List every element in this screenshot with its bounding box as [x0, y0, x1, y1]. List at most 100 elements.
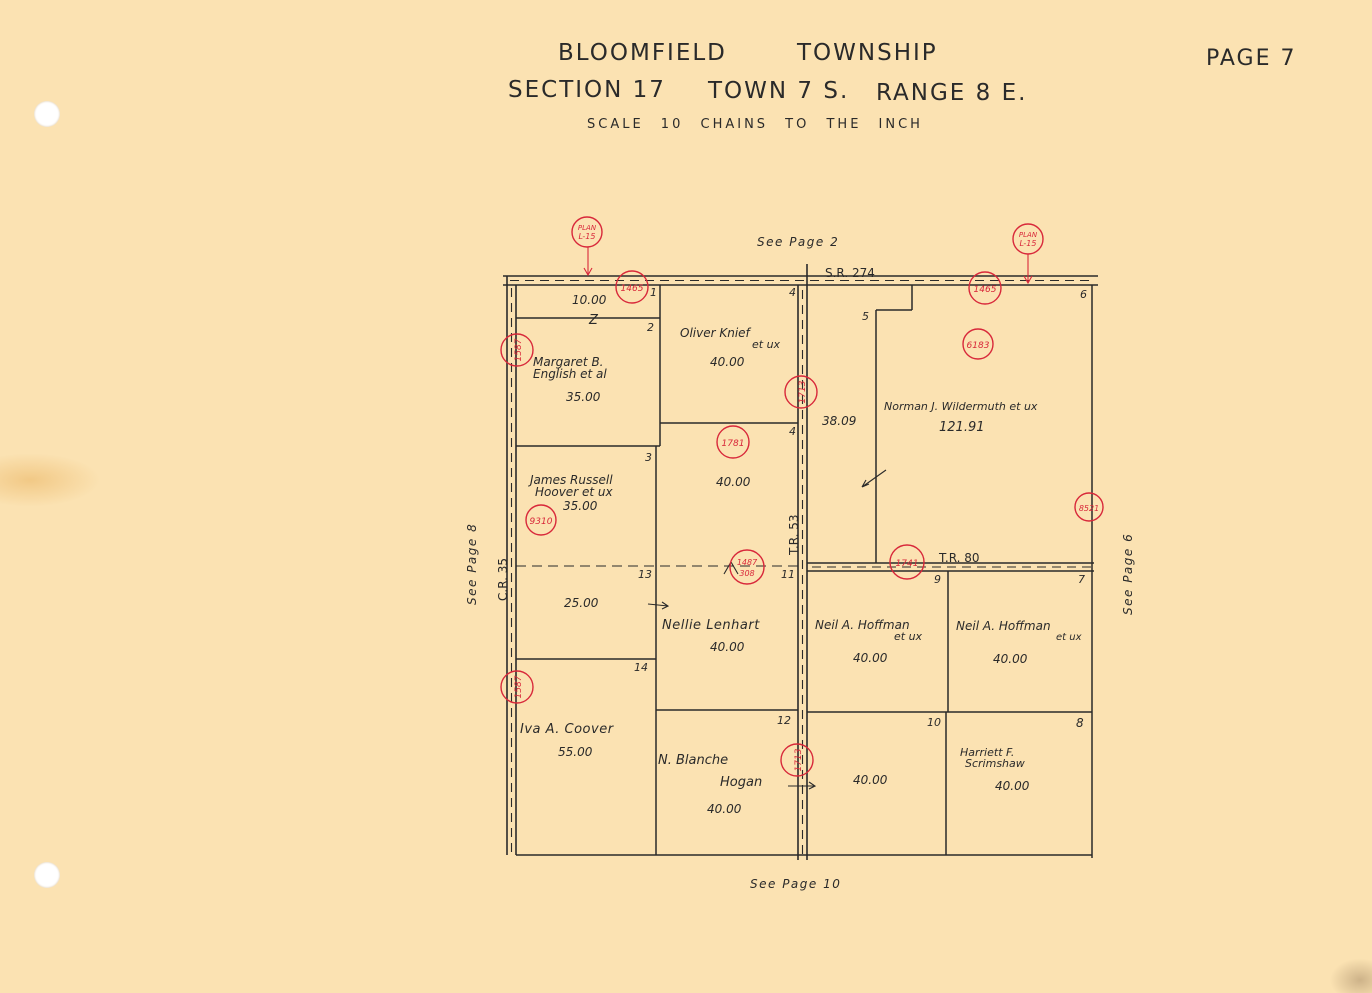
stamp-plan-left: PLAN L-15 — [571, 216, 603, 248]
ref-right: See Page 6 — [1121, 533, 1135, 615]
parcel-1-number: 1 — [650, 286, 657, 299]
parcel-4a-number: 4 — [789, 286, 796, 299]
parcel-5-number: 5 — [862, 310, 869, 323]
parcel-8-acres: 40.00 — [995, 779, 1030, 793]
road-tr53: T.R. 53 — [787, 514, 801, 556]
svg-text:PLAN: PLAN — [1019, 231, 1038, 239]
parcel-14-number: 14 — [634, 661, 648, 674]
parcel-3-number: 3 — [645, 451, 652, 464]
parcel-12-number: 12 — [777, 714, 791, 727]
stamp-1487: 1487 308 — [729, 549, 765, 585]
parcel-4b-acres: 40.00 — [716, 475, 751, 489]
ref-bottom: See Page 10 — [750, 877, 841, 891]
stamp-1713-top: 1713 — [784, 375, 818, 409]
svg-text:L-15: L-15 — [1020, 239, 1037, 248]
svg-text:8521: 8521 — [1079, 504, 1099, 513]
stamp-1587-top: 1587 — [500, 333, 534, 367]
parcel-12-owner-2: Hogan — [720, 775, 762, 790]
parcel-10-number: 10 — [927, 716, 941, 729]
stamp-1587-bottom: 1587 — [500, 670, 534, 704]
road-cr35: C.R. 35 — [496, 558, 510, 601]
parcel-9-owner-2: et ux — [894, 630, 923, 643]
svg-text:1465: 1465 — [974, 285, 997, 295]
parcel-4a-owner: Oliver Knief — [680, 326, 752, 340]
svg-text:9310: 9310 — [530, 517, 553, 527]
parcel-4a-acres: 40.00 — [710, 355, 745, 369]
range-label: RANGE 8 E. — [876, 80, 1028, 106]
svg-text:1587: 1587 — [514, 675, 524, 698]
parcel-10-acres: 40.00 — [853, 773, 888, 787]
parcel-14-acres: 55.00 — [558, 745, 593, 759]
parcel-14-owner: Iva A. Coover — [520, 722, 615, 737]
parcel-8-owner: Harriett F. — [960, 746, 1014, 759]
svg-text:1741: 1741 — [896, 559, 919, 569]
stamp-8521: 8521 — [1074, 492, 1104, 522]
stamp-1781: 1781 — [716, 425, 750, 459]
binder-hole-top — [34, 101, 60, 127]
parcel-11-number: 11 — [781, 568, 795, 581]
parcel-2-owner-2: English et al — [533, 367, 607, 381]
parcel-13-number: 13 — [638, 568, 652, 581]
parcel-2-number: 2 — [647, 321, 654, 334]
ref-top: See Page 2 — [757, 235, 839, 249]
road-sr274: S.R. 274 — [825, 266, 875, 280]
parcel-1-acres: 10.00 — [572, 293, 607, 307]
parcel-12-acres: 40.00 — [707, 802, 742, 816]
parcel-6-owner: Norman J. Wildermuth et ux — [884, 400, 1038, 413]
parcel-6-number: 6 — [1080, 288, 1087, 301]
parcel-8-number: 8 — [1076, 716, 1084, 730]
parcel-7-owner: Neil A. Hoffman — [956, 619, 1051, 633]
svg-text:1713: 1713 — [794, 748, 804, 771]
svg-text:1781: 1781 — [722, 439, 745, 449]
parcel-7-acres: 40.00 — [993, 652, 1028, 666]
parcel-1-mark: Z — [588, 313, 599, 328]
ref-left: See Page 8 — [465, 523, 479, 605]
svg-text:308: 308 — [739, 569, 754, 578]
road-tr80: T.R. 80 — [938, 551, 980, 565]
parcel-6-acres: 121.91 — [939, 420, 985, 435]
stamp-6183: 6183 — [962, 328, 994, 360]
township-label: TOWNSHIP — [797, 40, 938, 66]
parcel-11-owner: Nellie Lenhart — [662, 618, 760, 633]
parcel-9-owner: Neil A. Hoffman — [815, 618, 910, 632]
parcel-9-acres: 40.00 — [853, 651, 888, 665]
binder-hole-bottom — [34, 862, 60, 888]
parcel-5-acres: 38.09 — [822, 414, 856, 428]
section-label: SECTION 17 — [508, 77, 666, 103]
parcel-11-acres: 40.00 — [710, 640, 745, 654]
stamp-1713-bottom: 1713 — [780, 743, 814, 777]
page-number: PAGE 7 — [1206, 46, 1297, 71]
stamp-1741: 1741 — [889, 544, 925, 580]
township-name: BLOOMFIELD — [558, 40, 727, 66]
parcel-4b-number: 4 — [789, 425, 796, 438]
parcel-7-number: 7 — [1078, 573, 1085, 586]
svg-text:1487: 1487 — [737, 558, 758, 567]
parcel-3-owner: James Russell — [528, 473, 613, 487]
svg-text:PLAN: PLAN — [578, 224, 597, 232]
parcel-3-owner-2: Hoover et ux — [535, 485, 613, 499]
parcel-7-owner-2: et ux — [1056, 632, 1082, 643]
svg-text:L-15: L-15 — [579, 232, 596, 241]
svg-text:1587: 1587 — [514, 338, 524, 361]
town-label: TOWN 7 S. — [708, 78, 850, 104]
parcel-12-owner: N. Blanche — [658, 753, 728, 768]
parcel-2-acres: 35.00 — [566, 390, 601, 404]
parcel-2-owner: Margaret B. — [533, 355, 604, 369]
stamp-9310: 9310 — [525, 504, 557, 536]
stamp-plan-right: PLAN L-15 — [1012, 223, 1044, 255]
scale-label: SCALE 10 CHAINS TO THE INCH — [587, 117, 923, 132]
road-lines — [503, 264, 1098, 860]
parcel-boundaries — [516, 285, 1093, 858]
stamp-1465-left: 1465 — [615, 270, 649, 304]
parcel-3-acres: 35.00 — [563, 499, 598, 513]
parcel-9-number: 9 — [934, 573, 941, 586]
svg-text:6183: 6183 — [967, 341, 990, 351]
parcel-13-acres: 25.00 — [564, 596, 599, 610]
svg-text:1465: 1465 — [621, 284, 644, 294]
stamp-1465-right: 1465 — [968, 271, 1002, 305]
parcel-8-owner-2: Scrimshaw — [965, 757, 1025, 770]
svg-text:1713: 1713 — [798, 380, 808, 403]
parcel-4a-owner-2: et ux — [752, 338, 781, 351]
